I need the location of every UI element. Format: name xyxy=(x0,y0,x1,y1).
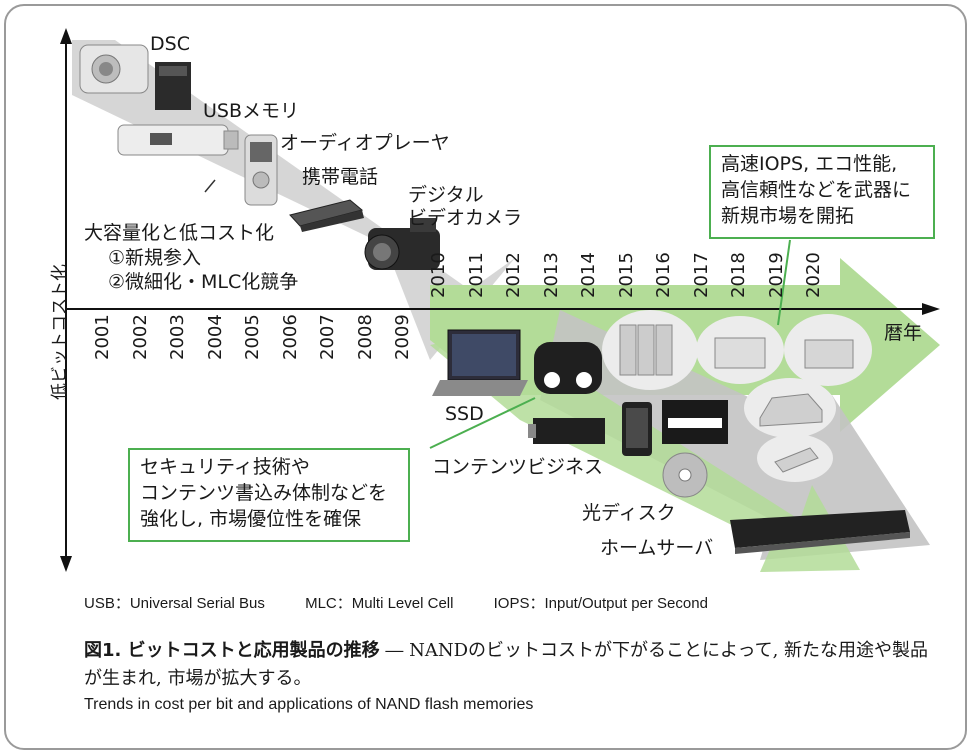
year-label: 2012 xyxy=(503,252,524,298)
audio-player-icon xyxy=(244,134,278,206)
year-label: 2020 xyxy=(803,252,824,298)
callout-bottom-line3: 強化し, 市場優位性を確保 xyxy=(140,508,362,530)
year-label: 2016 xyxy=(653,252,674,298)
video-camera-icon xyxy=(364,218,440,270)
callout-bottom-pointer xyxy=(429,397,536,449)
callout-top-line3: 新規市場を開拓 xyxy=(721,205,855,227)
factory-icon xyxy=(784,314,872,386)
label-ssd: SSD xyxy=(445,403,484,425)
label-usb-memory: USBメモリ xyxy=(203,100,300,122)
year-label: 2006 xyxy=(279,314,301,360)
year-label: 2019 xyxy=(765,252,787,298)
cash-register-icon xyxy=(696,316,784,384)
year-label: 2007 xyxy=(317,314,338,360)
legend-usb: USB：Universal Serial Bus xyxy=(84,595,265,612)
year-label: 2010 xyxy=(428,252,449,298)
y-axis-label: 低ビットコスト化 xyxy=(50,264,70,400)
year-label: 2018 xyxy=(728,252,749,298)
callout-top-line2: 高信頼性などを武器に xyxy=(721,179,912,201)
label-video-camera-1: デジタル xyxy=(408,184,484,206)
piano-icon xyxy=(662,400,728,444)
gray-trend-arrow xyxy=(72,40,515,360)
callout-bottom-line2: コンテンツ書込み体制などを xyxy=(140,482,388,504)
server-rack-icon xyxy=(602,310,698,390)
year-label: 2001 xyxy=(92,314,113,360)
label-audio-player: オーディオプレーヤ xyxy=(280,132,450,154)
figure-caption: 図1. ビットコストと応用製品の推移 ― NANDのビットコストが下がることによ… xyxy=(84,637,944,693)
x-axis-arrowhead xyxy=(922,303,940,315)
game-console-icon xyxy=(534,342,602,394)
year-label: 2014 xyxy=(578,252,599,298)
label-video-camera-2: ビデオカメラ xyxy=(408,207,523,229)
year-label: 2013 xyxy=(540,252,562,298)
optical-disc-icon xyxy=(662,452,708,498)
x-axis-label: 暦年 xyxy=(884,322,923,344)
caption-body: ― NANDのビットコストが下がることによって, 新たな用途や製品が生まれ, 市… xyxy=(84,640,929,689)
year-label: 2002 xyxy=(129,314,151,360)
label-content-business: コンテンツビジネス xyxy=(432,456,604,478)
trend-text-line3: ②微細化・MLC化競争 xyxy=(108,271,299,293)
y-axis-arrowhead-bottom xyxy=(60,556,72,572)
callout-new-markets: 高速IOPS, エコ性能, 高信頼性などを武器に 新規市場を開拓 xyxy=(709,145,935,239)
callout-top-pointer xyxy=(777,239,791,326)
trend-pointer xyxy=(204,179,216,193)
trend-diagram xyxy=(60,28,940,572)
caption-english: Trends in cost per bit and applications … xyxy=(84,696,534,713)
year-label: 2003 xyxy=(167,314,188,360)
smartphone-icon xyxy=(622,402,652,456)
callout-bottom-line1: セキュリティ技術や xyxy=(140,456,310,478)
usb-memory-icon xyxy=(117,124,239,156)
y-axis-arrowhead-top xyxy=(60,28,72,44)
year-label: 2015 xyxy=(615,252,637,298)
mobile-phone-icon xyxy=(289,199,364,232)
year-label: 2017 xyxy=(690,252,712,298)
year-label: 2008 xyxy=(354,314,376,360)
callout-top-line1: 高速IOPS, エコ性能, xyxy=(721,153,898,175)
callout-market-advantage: セキュリティ技術や コンテンツ書込み体制などを 強化し, 市場優位性を確保 xyxy=(128,448,410,542)
home-server-icon xyxy=(730,510,910,554)
camera-dsc-icon xyxy=(79,44,191,110)
caption-figure-title: 図1. ビットコストと応用製品の推移 xyxy=(84,640,380,661)
legend-mlc: MLC：Multi Level Cell xyxy=(305,595,454,612)
usb-stick-icon xyxy=(528,418,605,444)
year-label: 2009 xyxy=(392,314,413,360)
year-label: 2004 xyxy=(204,314,226,360)
trend-text-line1: 大容量化と低コスト化 xyxy=(84,222,275,244)
label-optical-disc: 光ディスク xyxy=(582,502,676,524)
year-label: 2011 xyxy=(465,252,487,298)
device-icon xyxy=(757,434,833,482)
label-home-server: ホームサーバ xyxy=(600,537,714,559)
laptop-ssd-icon xyxy=(432,329,528,396)
legend-iops: IOPS：Input/Output per Second xyxy=(493,595,708,612)
abbreviation-legend: USB：Universal Serial Bus MLC：Multi Level… xyxy=(84,592,744,613)
label-dsc: DSC xyxy=(150,33,190,55)
label-mobile-phone: 携帯電話 xyxy=(302,166,379,188)
trend-text-line2: ①新規参入 xyxy=(108,247,202,269)
year-label: 2005 xyxy=(242,314,263,360)
car-icon xyxy=(744,378,836,438)
